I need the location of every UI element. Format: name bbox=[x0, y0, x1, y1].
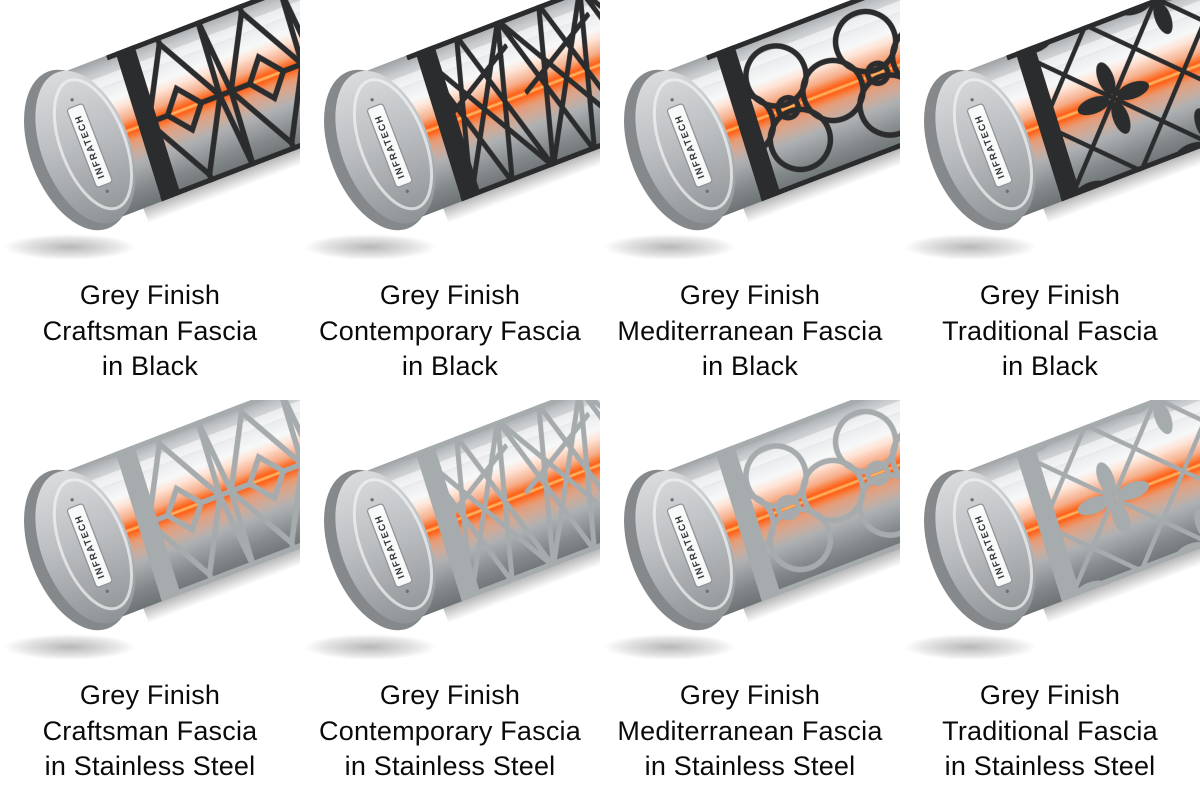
caption-finish: Grey Finish bbox=[379, 280, 521, 310]
product-card[interactable]: INFRATECH Grey Finish Craftsman Fascia i… bbox=[0, 400, 300, 800]
caption-variant: in Stainless Steel bbox=[344, 751, 556, 782]
caption-fascia: Contemporary Fascia bbox=[319, 715, 581, 746]
caption-variant: in Black bbox=[401, 351, 499, 382]
product-photo: INFRATECH bbox=[900, 400, 1200, 668]
cap-shadow bbox=[304, 634, 436, 660]
product-card[interactable]: INFRATECH Grey Finish Contemporary Fasci… bbox=[300, 400, 600, 800]
cap-shadow bbox=[604, 234, 736, 260]
caption-finish: Grey Finish bbox=[979, 280, 1121, 310]
product-card[interactable]: INFRATECH Grey Finish Craftsman Fascia i… bbox=[0, 0, 300, 400]
product-caption: Grey Finish Contemporary Fascia in Black bbox=[319, 278, 581, 385]
heater-illustration: INFRATECH bbox=[301, 0, 600, 260]
cap-shadow bbox=[604, 634, 736, 660]
product-card[interactable]: INFRATECH Grey Finish Contemporary Fasci… bbox=[300, 0, 600, 400]
product-photo: INFRATECH bbox=[900, 0, 1200, 268]
cap-shadow bbox=[4, 634, 136, 660]
caption-fascia: Craftsman Fascia bbox=[42, 715, 258, 746]
caption-finish: Grey Finish bbox=[379, 680, 521, 710]
heater-illustration: INFRATECH bbox=[601, 400, 900, 660]
product-caption: Grey Finish Mediterranean Fascia in Stai… bbox=[617, 678, 882, 785]
caption-variant: in Black bbox=[1001, 351, 1099, 382]
heater-graphic bbox=[901, 0, 1200, 257]
caption-variant: in Stainless Steel bbox=[644, 751, 856, 782]
heater-graphic bbox=[1, 400, 300, 657]
caption-fascia: Contemporary Fascia bbox=[319, 315, 581, 346]
caption-variant: in Black bbox=[101, 351, 199, 382]
product-card[interactable]: INFRATECH Grey Finish Traditional Fascia… bbox=[900, 0, 1200, 400]
heater-graphic bbox=[601, 400, 900, 657]
product-caption: Grey Finish Craftsman Fascia in Stainles… bbox=[43, 678, 258, 785]
cap-shadow bbox=[904, 634, 1036, 660]
heater-illustration: INFRATECH bbox=[1, 400, 300, 660]
product-caption: Grey Finish Contemporary Fascia in Stain… bbox=[319, 678, 581, 785]
heater-illustration: INFRATECH bbox=[901, 400, 1200, 660]
product-card[interactable]: INFRATECH Grey Finish Mediterranean Fasc… bbox=[600, 400, 900, 800]
heater-graphic bbox=[301, 0, 600, 257]
product-photo: INFRATECH bbox=[0, 400, 300, 668]
heater-illustration: INFRATECH bbox=[301, 400, 600, 660]
product-photo: INFRATECH bbox=[300, 400, 600, 668]
product-caption: Grey Finish Craftsman Fascia in Black bbox=[43, 278, 258, 385]
caption-fascia: Traditional Fascia bbox=[942, 715, 1158, 746]
caption-fascia: Mediterranean Fascia bbox=[617, 715, 883, 746]
product-card[interactable]: INFRATECH Grey Finish Mediterranean Fasc… bbox=[600, 0, 900, 400]
heater-illustration: INFRATECH bbox=[901, 0, 1200, 260]
product-caption: Grey Finish Traditional Fascia in Black bbox=[942, 278, 1158, 385]
caption-finish: Grey Finish bbox=[679, 680, 821, 710]
cap-shadow bbox=[904, 234, 1036, 260]
product-caption: Grey Finish Mediterranean Fascia in Blac… bbox=[617, 278, 882, 385]
heater-illustration: INFRATECH bbox=[601, 0, 900, 260]
heater-graphic bbox=[601, 0, 900, 257]
cap-shadow bbox=[304, 234, 436, 260]
caption-finish: Grey Finish bbox=[679, 280, 821, 310]
product-photo: INFRATECH bbox=[600, 0, 900, 268]
heater-graphic bbox=[301, 400, 600, 657]
heater-illustration: INFRATECH bbox=[1, 0, 300, 260]
caption-finish: Grey Finish bbox=[979, 680, 1121, 710]
caption-variant: in Stainless Steel bbox=[944, 751, 1156, 782]
product-photo: INFRATECH bbox=[0, 0, 300, 268]
caption-finish: Grey Finish bbox=[79, 680, 221, 710]
caption-finish: Grey Finish bbox=[79, 280, 221, 310]
product-photo: INFRATECH bbox=[600, 400, 900, 668]
caption-fascia: Mediterranean Fascia bbox=[617, 315, 883, 346]
product-caption: Grey Finish Traditional Fascia in Stainl… bbox=[942, 678, 1158, 785]
caption-variant: in Stainless Steel bbox=[44, 751, 256, 782]
cap-shadow bbox=[4, 234, 136, 260]
caption-variant: in Black bbox=[701, 351, 799, 382]
caption-fascia: Traditional Fascia bbox=[942, 315, 1158, 346]
heater-graphic bbox=[901, 400, 1200, 657]
heater-graphic bbox=[1, 0, 300, 257]
product-card[interactable]: INFRATECH Grey Finish Traditional Fascia… bbox=[900, 400, 1200, 800]
caption-fascia: Craftsman Fascia bbox=[42, 315, 258, 346]
product-photo: INFRATECH bbox=[300, 0, 600, 268]
